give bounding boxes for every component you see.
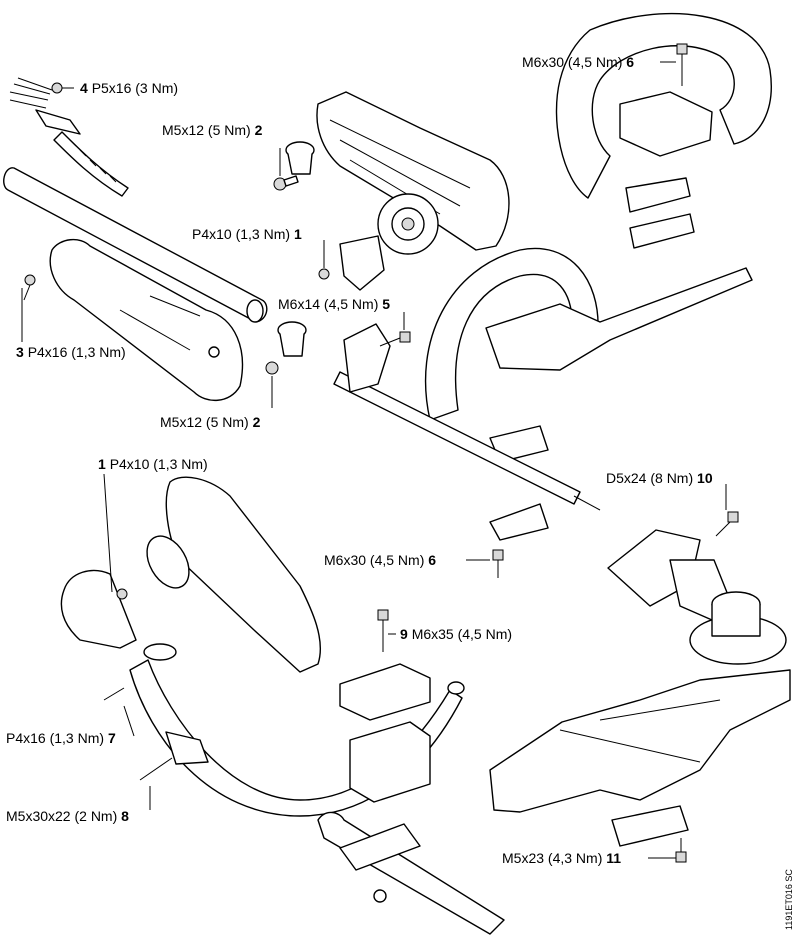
callout-2-middle: M5x12 (5 Nm) 2 (160, 414, 260, 430)
callout-number: 11 (606, 850, 622, 866)
screw-2-middle (265, 361, 279, 375)
deflector-guard (489, 669, 791, 847)
screw-7 (103, 687, 125, 701)
hose-clamp-top (285, 141, 315, 175)
control-handle-lower (60, 476, 322, 673)
shaft-tube-upper (3, 167, 268, 323)
hose-clamp-middle (277, 321, 307, 357)
callout-spec: M6x14 (4,5 Nm) (278, 296, 379, 312)
shaft-tube-middle (333, 323, 601, 511)
callout-spec: M5x23 (4,3 Nm) (502, 850, 603, 866)
gearbox-and-head (607, 529, 787, 665)
callout-spec: M5x30x22 (2 Nm) (6, 808, 118, 824)
callout-number: 6 (428, 552, 437, 568)
screw-11 (675, 838, 687, 863)
callout-spec: P4x10 (1,3 Nm) (192, 226, 291, 242)
callout-number: 4 (80, 80, 88, 96)
callout-7: P4x16 (1,3 Nm) 7 (6, 730, 116, 746)
drawing-code: 1191ET016 SC (784, 869, 794, 930)
callout-number: 7 (107, 730, 116, 746)
loop-handle-top (555, 12, 772, 249)
screw-8 (139, 757, 173, 781)
callout-spec: M5x12 (5 Nm) (162, 122, 251, 138)
callout-11: M5x23 (4,3 Nm) 11 (502, 850, 621, 866)
callout-number: 3 (16, 344, 24, 360)
callout-spec: M6x30 (4,5 Nm) (324, 552, 425, 568)
screw-3 (23, 274, 36, 301)
callout-8: M5x30x22 (2 Nm) 8 (6, 808, 129, 824)
callout-number: 2 (252, 414, 261, 430)
screw-1-top (318, 268, 330, 280)
screw-1-lower (116, 588, 128, 600)
screw-4 (51, 82, 63, 94)
callout-1-lower: 1 P4x10 (1,3 Nm) (98, 456, 208, 472)
wiring-harness (9, 77, 129, 197)
screw-6-middle (492, 549, 504, 578)
callout-number: 1 (293, 226, 302, 242)
callout-spec: P4x16 (1,3 Nm) (27, 344, 126, 360)
loop-handle-assembly (424, 247, 753, 541)
callout-spec: M5x12 (5 Nm) (160, 414, 249, 430)
screw-2-top (273, 175, 299, 191)
callout-number: 10 (697, 470, 713, 486)
callout-spec: P5x16 (3 Nm) (91, 80, 179, 96)
callout-spec: D5x24 (8 Nm) (606, 470, 694, 486)
callout-6-top: M6x30 (4,5 Nm) 6 (522, 54, 634, 70)
callout-5: M6x14 (4,5 Nm) 5 (278, 296, 390, 312)
clamp-block (339, 663, 431, 803)
callout-4: 4 P5x16 (3 Nm) (80, 80, 178, 96)
shaft-tube-lower (317, 811, 505, 935)
screw-9 (377, 609, 389, 652)
callout-number: 8 (121, 808, 129, 824)
callout-spec: P4x16 (1,3 Nm) (6, 730, 105, 746)
callout-spec: P4x10 (1,3 Nm) (109, 456, 208, 472)
screw-6-top (676, 43, 688, 86)
handle-housing-left (49, 239, 244, 401)
callout-3: 3 P4x16 (1,3 Nm) (16, 344, 126, 360)
handle-housing-right (316, 91, 510, 291)
callout-6-middle: M6x30 (4,5 Nm) 6 (324, 552, 436, 568)
callout-2-top: M5x12 (5 Nm) 2 (162, 122, 262, 138)
callout-9: 9 M6x35 (4,5 Nm) (400, 626, 512, 642)
callout-spec: M6x30 (4,5 Nm) (522, 54, 623, 70)
callout-1-top: P4x10 (1,3 Nm) 1 (192, 226, 302, 242)
callout-10: D5x24 (8 Nm) 10 (606, 470, 713, 486)
callout-number: 2 (254, 122, 263, 138)
callout-number: 5 (382, 296, 391, 312)
callout-spec: M6x35 (4,5 Nm) (411, 626, 513, 642)
callout-number: 9 (400, 626, 408, 642)
screw-10 (715, 511, 739, 537)
screw-5 (379, 331, 411, 347)
callout-number: 1 (98, 456, 106, 472)
leader-lines (21, 61, 727, 859)
callout-number: 6 (626, 54, 635, 70)
